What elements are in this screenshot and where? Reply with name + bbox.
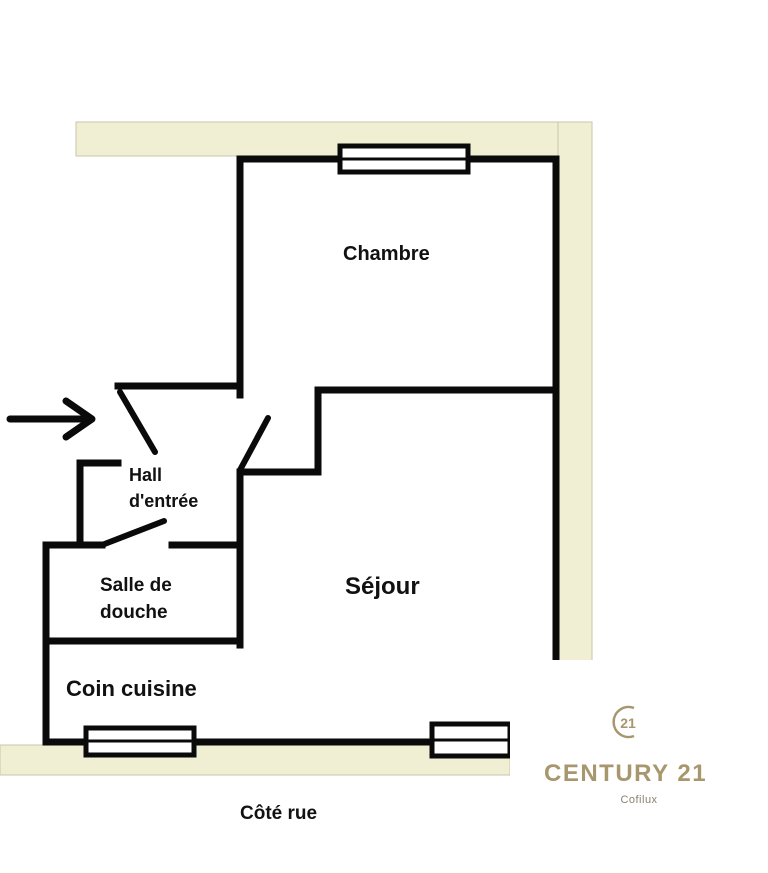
label-sejour: Séjour	[345, 573, 420, 600]
label-street: Côté rue	[240, 803, 318, 824]
door-entry	[117, 389, 158, 455]
century21-seal-icon: 21	[612, 705, 636, 739]
label-hall-line2: d'entrée	[129, 491, 199, 511]
wall-left	[42, 541, 434, 746]
entry-arrow-icon	[6, 397, 96, 441]
label-salle-line2: douche	[100, 602, 168, 623]
label-chambre: Chambre	[343, 243, 430, 265]
label-hall-line1: Hall	[129, 465, 163, 485]
brand-subtitle: Cofilux	[620, 794, 658, 806]
door-chambre	[237, 415, 271, 473]
door-salle	[99, 518, 167, 548]
label-cuisine: Coin cuisine	[66, 676, 197, 701]
outer-wall-right	[557, 121, 593, 663]
seal-text: 21	[620, 715, 636, 731]
century21-logo: 21 CENTURY 21 Cofilux	[510, 660, 768, 810]
wall-sejour-top	[242, 386, 556, 476]
wall-hall-left	[76, 459, 122, 549]
outer-wall-top	[75, 121, 593, 157]
brand-name: CENTURY 21	[544, 760, 708, 787]
label-salle-line1: Salle de	[100, 575, 172, 596]
